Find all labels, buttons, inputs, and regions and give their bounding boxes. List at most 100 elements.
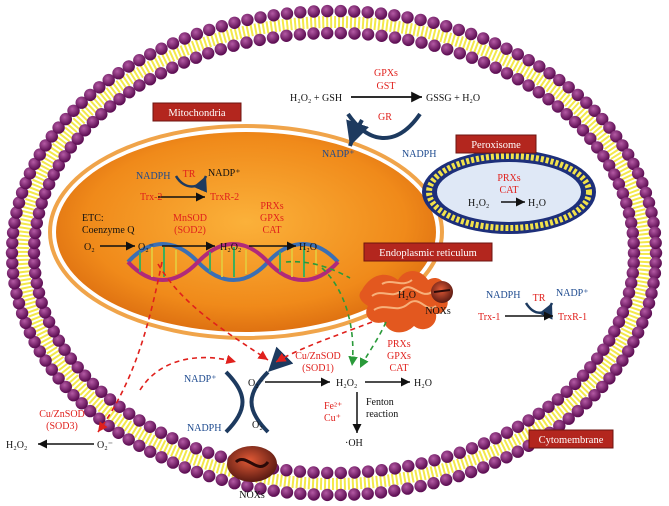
lipid-head xyxy=(522,54,535,67)
lipid-head xyxy=(67,389,80,402)
lipid-head xyxy=(488,456,502,469)
lipid-head xyxy=(415,36,428,49)
lipid-head xyxy=(639,307,653,320)
lipid-head xyxy=(428,454,441,467)
lipid-head xyxy=(620,197,633,210)
lipid-head xyxy=(532,407,545,420)
lipid-head xyxy=(441,43,454,56)
lipid-head xyxy=(584,132,597,145)
trxr1-label: TrxR-1 xyxy=(558,312,587,323)
gsh-left: H₂O₂ + GSH xyxy=(290,93,342,104)
mito-trx2: Trx-2 xyxy=(140,192,162,203)
lipid-head xyxy=(414,13,427,27)
lipid-head xyxy=(294,6,307,19)
cyto-o2minus: O₂⁻ xyxy=(248,378,264,389)
lipid-head xyxy=(166,456,180,469)
lipid-head xyxy=(67,104,80,118)
perox-prxs: PRXs xyxy=(497,173,520,184)
lipid-head xyxy=(402,459,415,473)
lipid-head xyxy=(597,343,610,356)
perox-h2o: H₂O xyxy=(528,198,546,209)
lipid-head xyxy=(571,88,584,102)
gsh-nadph: NADPH xyxy=(402,149,436,160)
lipid-head xyxy=(95,385,108,398)
cyto-prxs: PRXs xyxy=(387,339,410,350)
extra-h2o2: H₂O₂ xyxy=(6,440,27,451)
lipid-head xyxy=(542,400,555,413)
lipid-head xyxy=(453,446,466,459)
lipid-head xyxy=(6,236,19,250)
lipid-head xyxy=(12,196,26,209)
lipid-head xyxy=(591,352,604,365)
lipid-head xyxy=(321,26,334,40)
lipid-head xyxy=(542,93,555,106)
lipid-head xyxy=(500,42,513,55)
perox-h2o2: H₂O₂ xyxy=(468,198,489,209)
lipid-head xyxy=(166,37,180,50)
lipid-head xyxy=(227,39,240,52)
lipid-head xyxy=(374,486,388,499)
lipid-head xyxy=(23,326,37,339)
lipid-head xyxy=(627,335,640,349)
lipid-head xyxy=(441,450,454,463)
lipid-head xyxy=(59,112,72,126)
lipid-head xyxy=(522,79,535,92)
lipid-head xyxy=(348,5,361,18)
lipid-head xyxy=(307,5,320,18)
membrane-nox-label: NOXs xyxy=(239,490,265,501)
lipid-head xyxy=(488,37,502,50)
lipid-head xyxy=(203,469,216,483)
lipid-head xyxy=(616,139,629,152)
lipid-head xyxy=(133,414,146,427)
lipid-head xyxy=(591,141,604,154)
lipid-head xyxy=(38,187,52,200)
lipid-head xyxy=(348,466,361,479)
mito-h2o2: H₂O₂ xyxy=(220,242,241,253)
lipid-head xyxy=(321,4,334,18)
arrows xyxy=(38,91,554,449)
lipid-head xyxy=(112,67,125,80)
lipid-head xyxy=(348,488,361,501)
lipid-head xyxy=(361,487,374,500)
lipid-head xyxy=(627,157,640,171)
lipid-head xyxy=(6,267,20,280)
lipid-head xyxy=(52,159,65,172)
lipid-head xyxy=(166,61,179,74)
lipid-head xyxy=(553,419,566,433)
lipid-head xyxy=(532,86,545,99)
lipid-head xyxy=(155,42,168,55)
lipid-head xyxy=(113,93,126,106)
perox-cat: CAT xyxy=(500,185,519,196)
lipid-head xyxy=(608,325,621,338)
lipid-head xyxy=(428,39,441,52)
lipid-head xyxy=(241,479,254,493)
lipid-head xyxy=(52,334,65,347)
lipid-head xyxy=(32,207,46,220)
lipid-tails xyxy=(17,16,651,490)
lipid-head xyxy=(30,276,43,290)
gst-label: GST xyxy=(377,81,396,92)
lipid-head xyxy=(645,206,658,219)
lipid-head xyxy=(202,446,215,459)
lipid-head xyxy=(402,33,415,47)
lipid-head xyxy=(280,29,293,42)
lipid-head xyxy=(647,277,660,290)
lipid-head xyxy=(144,48,157,61)
peroxisome xyxy=(422,150,596,234)
lipid-head xyxy=(122,60,135,73)
trx1-tr: TR xyxy=(533,293,546,304)
lipid-head xyxy=(533,60,546,73)
lipid-head xyxy=(477,32,490,45)
lipid-head xyxy=(178,32,191,45)
lipid-head xyxy=(32,286,46,299)
lipid-head xyxy=(648,267,662,280)
lipid-head xyxy=(214,450,227,463)
lipid-head xyxy=(84,404,97,418)
lipid-head xyxy=(28,236,41,250)
sod3-a: Cu/ZnSOD xyxy=(39,409,85,420)
cyto-o2: O₂ xyxy=(252,420,263,431)
lipid-head xyxy=(571,404,584,418)
lipid-head xyxy=(33,148,46,161)
lipid-head xyxy=(603,372,616,385)
lipid-head xyxy=(52,121,65,134)
